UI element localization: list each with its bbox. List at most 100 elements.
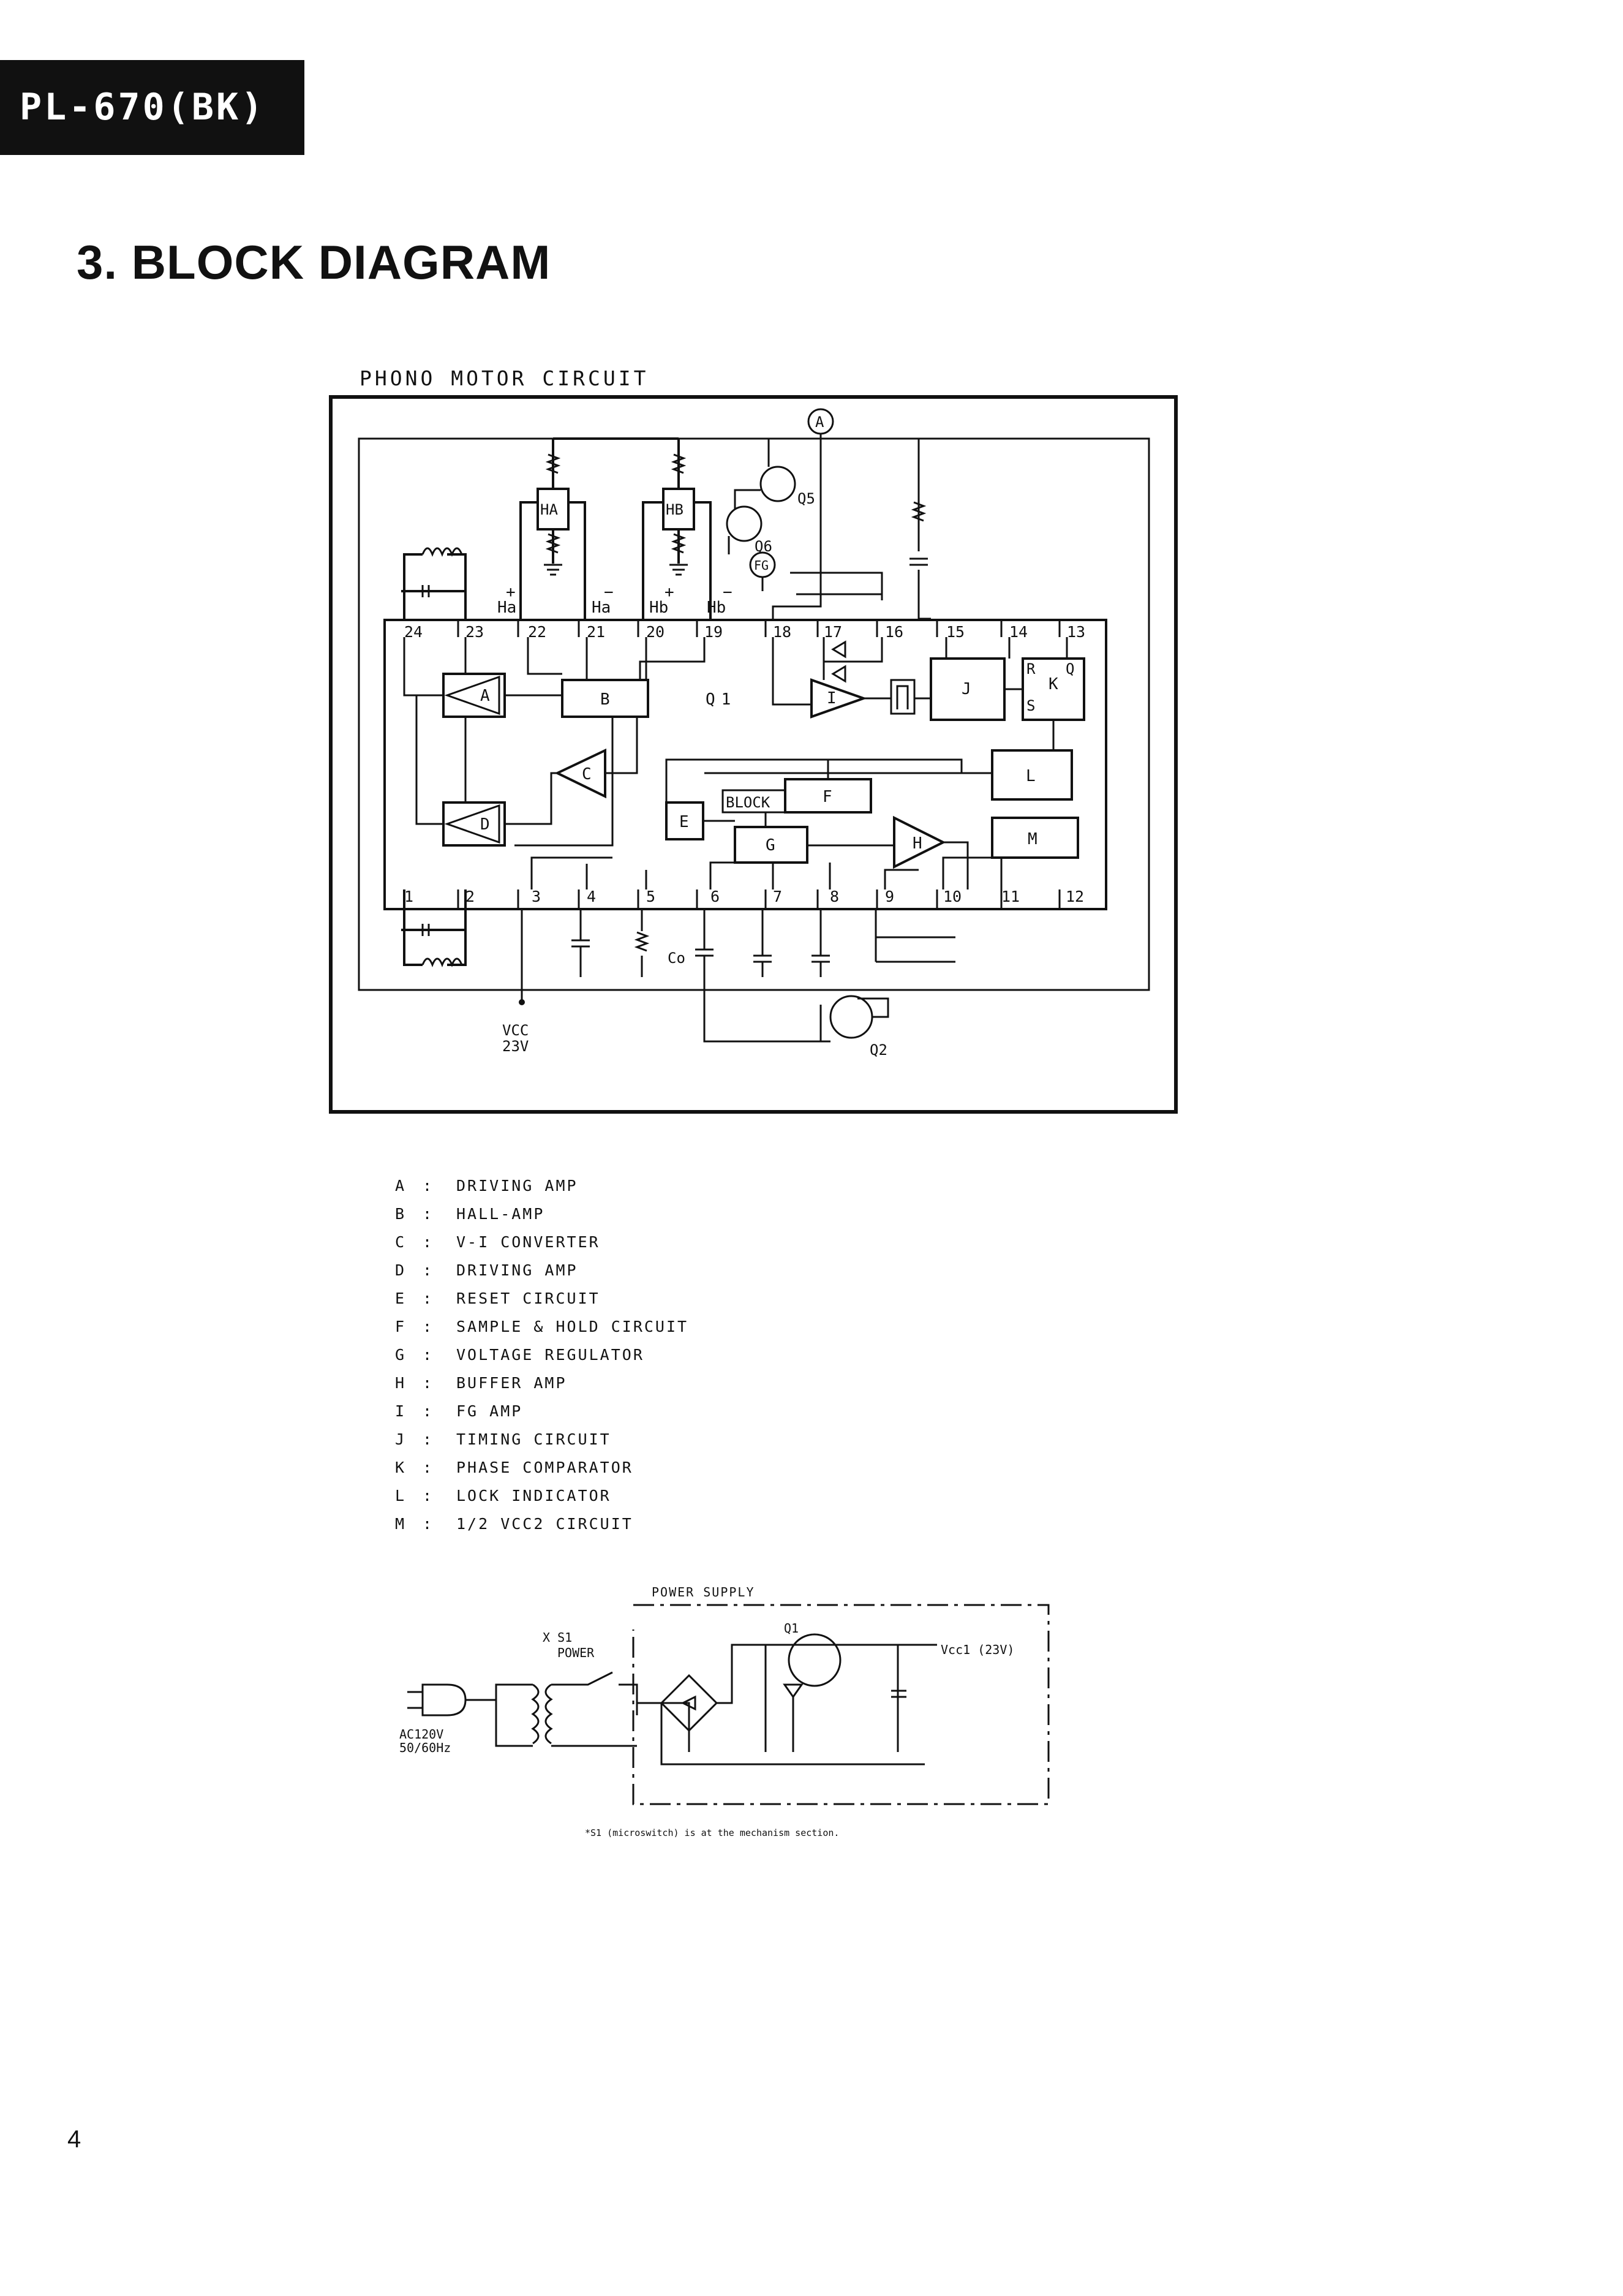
pin-10: 10: [943, 888, 962, 905]
diagram-frame: [329, 395, 1178, 1114]
ps-output-label: Vcc1 (23V): [941, 1642, 1014, 1657]
legend-key: G: [395, 1346, 407, 1364]
ac-voltage: AC120V: [399, 1727, 443, 1742]
pin-22: 22: [528, 623, 546, 641]
pin-18: 18: [773, 623, 791, 641]
legend-item: F:SAMPLE & HOLD CIRCUIT: [395, 1313, 688, 1341]
transistor-q6: [726, 505, 763, 542]
legend-key: J: [395, 1430, 407, 1448]
block-a: [442, 673, 506, 718]
hb-minus-sign: −: [723, 583, 732, 602]
block-j-label: J: [962, 680, 971, 698]
block-c: [554, 748, 606, 799]
legend-item: B:HALL-AMP: [395, 1200, 688, 1228]
pin-17: 17: [824, 623, 842, 641]
vcc-label: VCC: [502, 1022, 529, 1039]
legend-sep: :: [423, 1402, 434, 1420]
co-label: Co: [668, 950, 685, 967]
pin-4: 4: [587, 888, 596, 905]
legend-item: D:DRIVING AMP: [395, 1256, 688, 1285]
block-d: [442, 801, 506, 847]
pin-19: 19: [704, 623, 723, 641]
q2-label: Q2: [870, 1041, 887, 1059]
hb-minus-label: Hb: [707, 599, 726, 617]
ha-minus-label: Ha: [592, 599, 611, 617]
legend-text: 1/2 VCC2 CIRCUIT: [456, 1515, 633, 1533]
block-c-label: C: [582, 765, 592, 784]
ic-q1-label: Q1: [706, 690, 737, 709]
legend-sep: :: [423, 1459, 434, 1476]
legend-sep: :: [423, 1177, 434, 1195]
pin-7: 7: [773, 888, 782, 905]
section-title: 3. BLOCK DIAGRAM: [77, 235, 551, 289]
block-legend: A:DRIVING AMP B:HALL-AMP C:V-I CONVERTER…: [395, 1172, 688, 1538]
legend-key: F: [395, 1318, 407, 1335]
block-ha-label: HA: [540, 501, 558, 518]
legend-item: G:VOLTAGE REGULATOR: [395, 1341, 688, 1369]
block-i: [810, 678, 868, 719]
legend-key: A: [395, 1177, 407, 1195]
legend-text: TIMING CIRCUIT: [456, 1430, 611, 1448]
switch-ref: X S1: [543, 1630, 572, 1645]
block-f-label: F: [823, 788, 832, 806]
pin-24: 24: [404, 623, 423, 641]
ha-minus-sign: −: [604, 583, 614, 602]
legend-item: L:LOCK INDICATOR: [395, 1482, 688, 1510]
pin-5: 5: [646, 888, 655, 905]
block-a-label: A: [480, 687, 490, 705]
page-number: 4: [67, 2126, 81, 2153]
wiring-border: [358, 437, 1150, 991]
pin-3: 3: [532, 888, 541, 905]
legend-sep: :: [423, 1487, 434, 1505]
pin-6: 6: [710, 888, 720, 905]
power-supply-diagram: POWER SUPPLY X S1 POWER AC120V 50/60Hz Q…: [399, 1585, 1050, 1838]
block-e-label: E: [679, 813, 689, 831]
hb-plus-label: Hb: [649, 599, 668, 617]
legend-text: RESET CIRCUIT: [456, 1290, 600, 1307]
transistor-q2: [829, 995, 873, 1039]
legend-item: K:PHASE COMPARATOR: [395, 1454, 688, 1482]
legend-text: VOLTAGE REGULATOR: [456, 1346, 644, 1364]
ha-plus-sign: +: [506, 583, 516, 602]
block-k-r: R: [1026, 660, 1036, 678]
legend-item: H:BUFFER AMP: [395, 1369, 688, 1397]
legend-item: E:RESET CIRCUIT: [395, 1285, 688, 1313]
block-k-label: K: [1049, 675, 1058, 693]
power-supply-title: POWER SUPPLY: [652, 1585, 755, 1599]
block-b: [561, 679, 649, 718]
vcc-value: 23V: [502, 1038, 529, 1055]
legend-text: DRIVING AMP: [456, 1261, 578, 1279]
legend-sep: :: [423, 1430, 434, 1448]
block-m: [991, 817, 1079, 859]
legend-item: I: FG AMP: [395, 1397, 688, 1426]
legend-key: E: [395, 1290, 407, 1307]
legend-key: B: [395, 1205, 407, 1223]
legend-sep: :: [423, 1233, 434, 1251]
pin-2: 2: [465, 888, 475, 905]
pin-16: 16: [885, 623, 903, 641]
block-label-box: [721, 789, 786, 814]
pin-13: 13: [1067, 623, 1085, 641]
legend-sep: :: [423, 1515, 434, 1533]
legend-text: FG AMP: [456, 1402, 523, 1420]
block-h-label: H: [913, 834, 922, 853]
legend-key: I: [395, 1402, 407, 1420]
ac-frequency: 50/60Hz: [399, 1740, 451, 1755]
hb-plus-sign: +: [665, 583, 674, 602]
pin-8: 8: [830, 888, 839, 905]
legend-key: C: [395, 1233, 407, 1251]
pin-23: 23: [465, 623, 484, 641]
legend-text: PHASE COMPARATOR: [456, 1459, 633, 1476]
legend-item: M:1/2 VCC2 CIRCUIT: [395, 1510, 688, 1538]
block-m-label: M: [1028, 830, 1037, 848]
ha-plus-label: Ha: [497, 599, 516, 617]
legend-key: D: [395, 1261, 407, 1279]
marker-a-label: A: [815, 414, 824, 431]
pin-9: 9: [885, 888, 894, 905]
legend-text: HALL-AMP: [456, 1205, 545, 1223]
legend-key: L: [395, 1487, 407, 1505]
ic-q1-package: [383, 619, 1107, 910]
legend-text: SAMPLE & HOLD CIRCUIT: [456, 1318, 689, 1335]
legend-key: H: [395, 1374, 407, 1392]
